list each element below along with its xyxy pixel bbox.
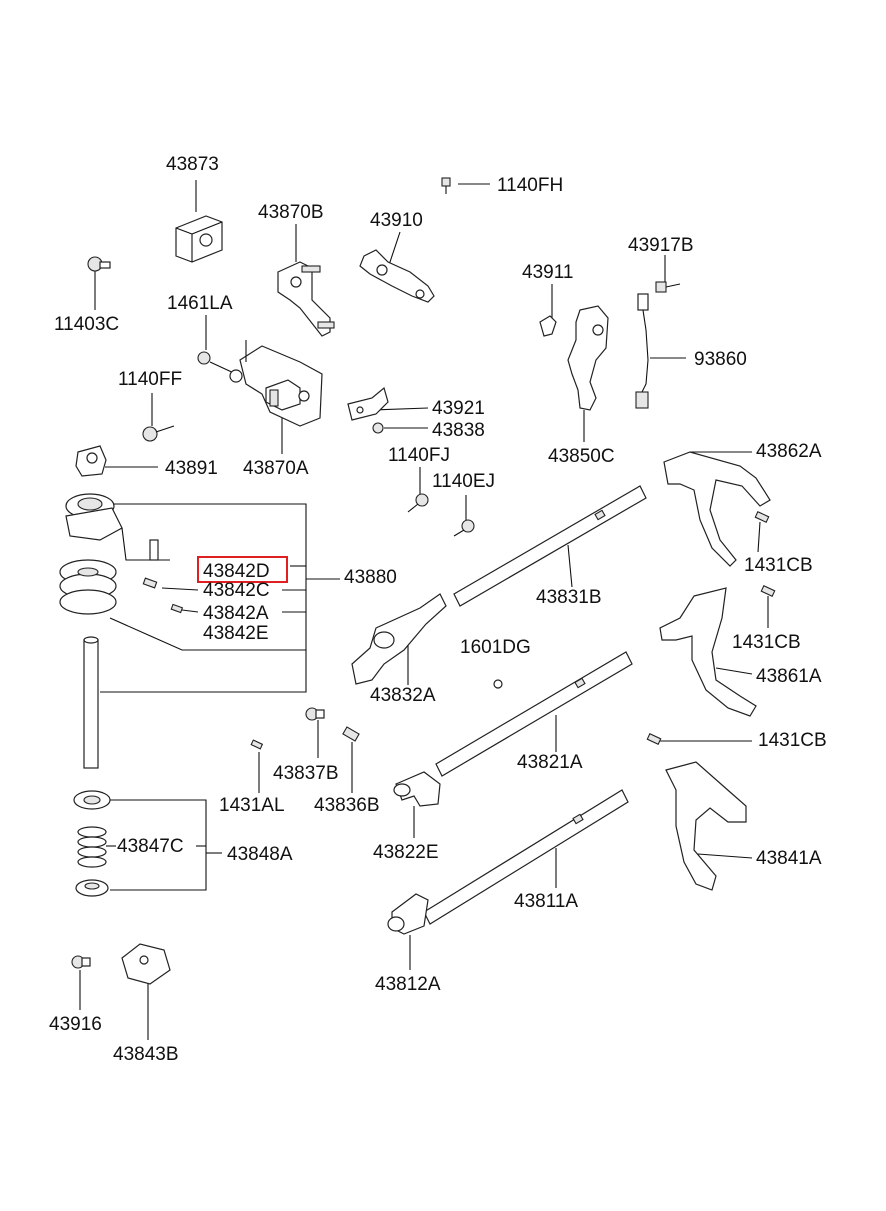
pin-1431AL-icon — [250, 739, 264, 750]
label-43842A[interactable]: 43842A — [203, 603, 269, 624]
shaft-43821A-icon — [435, 651, 633, 777]
plug-1601DG-icon — [493, 679, 503, 689]
label-1140FF[interactable]: 1140FF — [118, 369, 182, 390]
spring-43836B-icon — [342, 726, 360, 742]
label-1431CB-b[interactable]: 1431CB — [732, 632, 801, 653]
clip-43911-icon — [539, 315, 557, 337]
label-43917B[interactable]: 43917B — [628, 235, 694, 256]
label-93860[interactable]: 93860 — [694, 349, 747, 370]
bracket-43870A-icon — [239, 340, 323, 427]
label-43836B[interactable]: 43836B — [314, 795, 380, 816]
bolt-43917B-icon — [655, 281, 681, 293]
label-43911[interactable]: 43911 — [522, 262, 573, 283]
label-1431CB-c[interactable]: 1431CB — [758, 730, 827, 751]
pin-1431CB-icon — [646, 511, 776, 745]
label-43843B[interactable]: 43843B — [113, 1044, 179, 1065]
label-1140FH[interactable]: 1140FH — [497, 175, 563, 196]
fork-43862A-icon — [663, 451, 771, 567]
label-1601DG[interactable]: 1601DG — [460, 637, 531, 658]
label-43811A[interactable]: 43811A — [514, 891, 578, 912]
label-43842D[interactable]: 43842D — [203, 561, 270, 582]
label-43850C[interactable]: 43850C — [548, 446, 615, 467]
bracket-43850C-icon — [567, 305, 609, 411]
pin-1461LA-icon — [197, 351, 243, 383]
label-43921[interactable]: 43921 — [432, 398, 485, 419]
label-43838[interactable]: 43838 — [432, 420, 485, 441]
label-43916[interactable]: 43916 — [49, 1014, 102, 1035]
spring-43847C-icon — [77, 826, 107, 868]
label-43870A[interactable]: 43870A — [243, 458, 309, 479]
block-43843B-icon — [121, 943, 171, 985]
assembly-43880-icon — [59, 493, 184, 769]
label-43812A[interactable]: 43812A — [375, 974, 441, 995]
cap-icon — [75, 879, 109, 897]
label-1431CB-a[interactable]: 1431CB — [744, 555, 813, 576]
block-43873-icon — [175, 215, 223, 263]
label-43847C[interactable]: 43847C — [117, 836, 184, 857]
sleeve-43891-icon — [75, 445, 107, 477]
label-1140FJ[interactable]: 1140FJ — [388, 445, 450, 466]
label-43832A[interactable]: 43832A — [370, 685, 436, 706]
label-11403C[interactable]: 11403C — [54, 314, 119, 335]
part-labels: 43873 43870B 1140FH 43910 11403C 1461LA … — [49, 154, 827, 1065]
bolt-43837B-icon — [305, 707, 325, 721]
bolt-1140FF-icon — [142, 425, 175, 442]
sensor-93860-icon — [635, 293, 649, 409]
lever-43910-icon — [359, 249, 435, 303]
plate-43921-icon — [347, 386, 389, 421]
label-43910[interactable]: 43910 — [370, 210, 423, 231]
lug-43822E-icon — [393, 771, 441, 807]
lug-43832A-icon — [351, 593, 447, 685]
bolt-43916-icon — [71, 955, 91, 969]
label-43873[interactable]: 43873 — [166, 154, 219, 175]
bushing-icon — [73, 790, 111, 810]
label-43891[interactable]: 43891 — [165, 458, 218, 479]
shaft-43811A-icon — [423, 789, 629, 925]
label-43837B[interactable]: 43837B — [273, 763, 339, 784]
label-43861A[interactable]: 43861A — [756, 666, 822, 687]
leader-lines — [79, 180, 769, 1040]
nut-43838-icon — [372, 422, 384, 434]
label-43848A[interactable]: 43848A — [227, 844, 293, 865]
label-1431AL[interactable]: 1431AL — [219, 795, 285, 816]
label-43831B[interactable]: 43831B — [536, 587, 602, 608]
bracket-43870B-icon — [277, 261, 335, 337]
part-drawings — [59, 177, 776, 985]
label-43880[interactable]: 43880 — [344, 567, 397, 588]
label-43870B[interactable]: 43870B — [258, 202, 324, 223]
lug-43812A-icon — [387, 893, 429, 935]
label-43841A[interactable]: 43841A — [756, 848, 822, 869]
label-1461LA[interactable]: 1461LA — [167, 293, 233, 314]
fork-43861A-icon — [659, 587, 757, 717]
label-43821A[interactable]: 43821A — [517, 752, 583, 773]
label-43862A[interactable]: 43862A — [756, 441, 822, 462]
bolt-11403C-icon — [87, 256, 111, 272]
fork-43841A-icon — [665, 761, 747, 891]
label-1140EJ[interactable]: 1140EJ — [432, 471, 495, 492]
label-43822E[interactable]: 43822E — [373, 842, 439, 863]
bolt-1140EJ-icon — [453, 519, 475, 537]
bolt-1140FJ-icon — [407, 493, 429, 513]
shaft-43831B-icon — [453, 485, 647, 607]
label-43842E[interactable]: 43842E — [203, 623, 269, 644]
bolt-1140FH-icon — [441, 177, 451, 194]
label-43842C[interactable]: 43842C — [203, 580, 270, 601]
highlight-box-43842D — [197, 556, 288, 583]
